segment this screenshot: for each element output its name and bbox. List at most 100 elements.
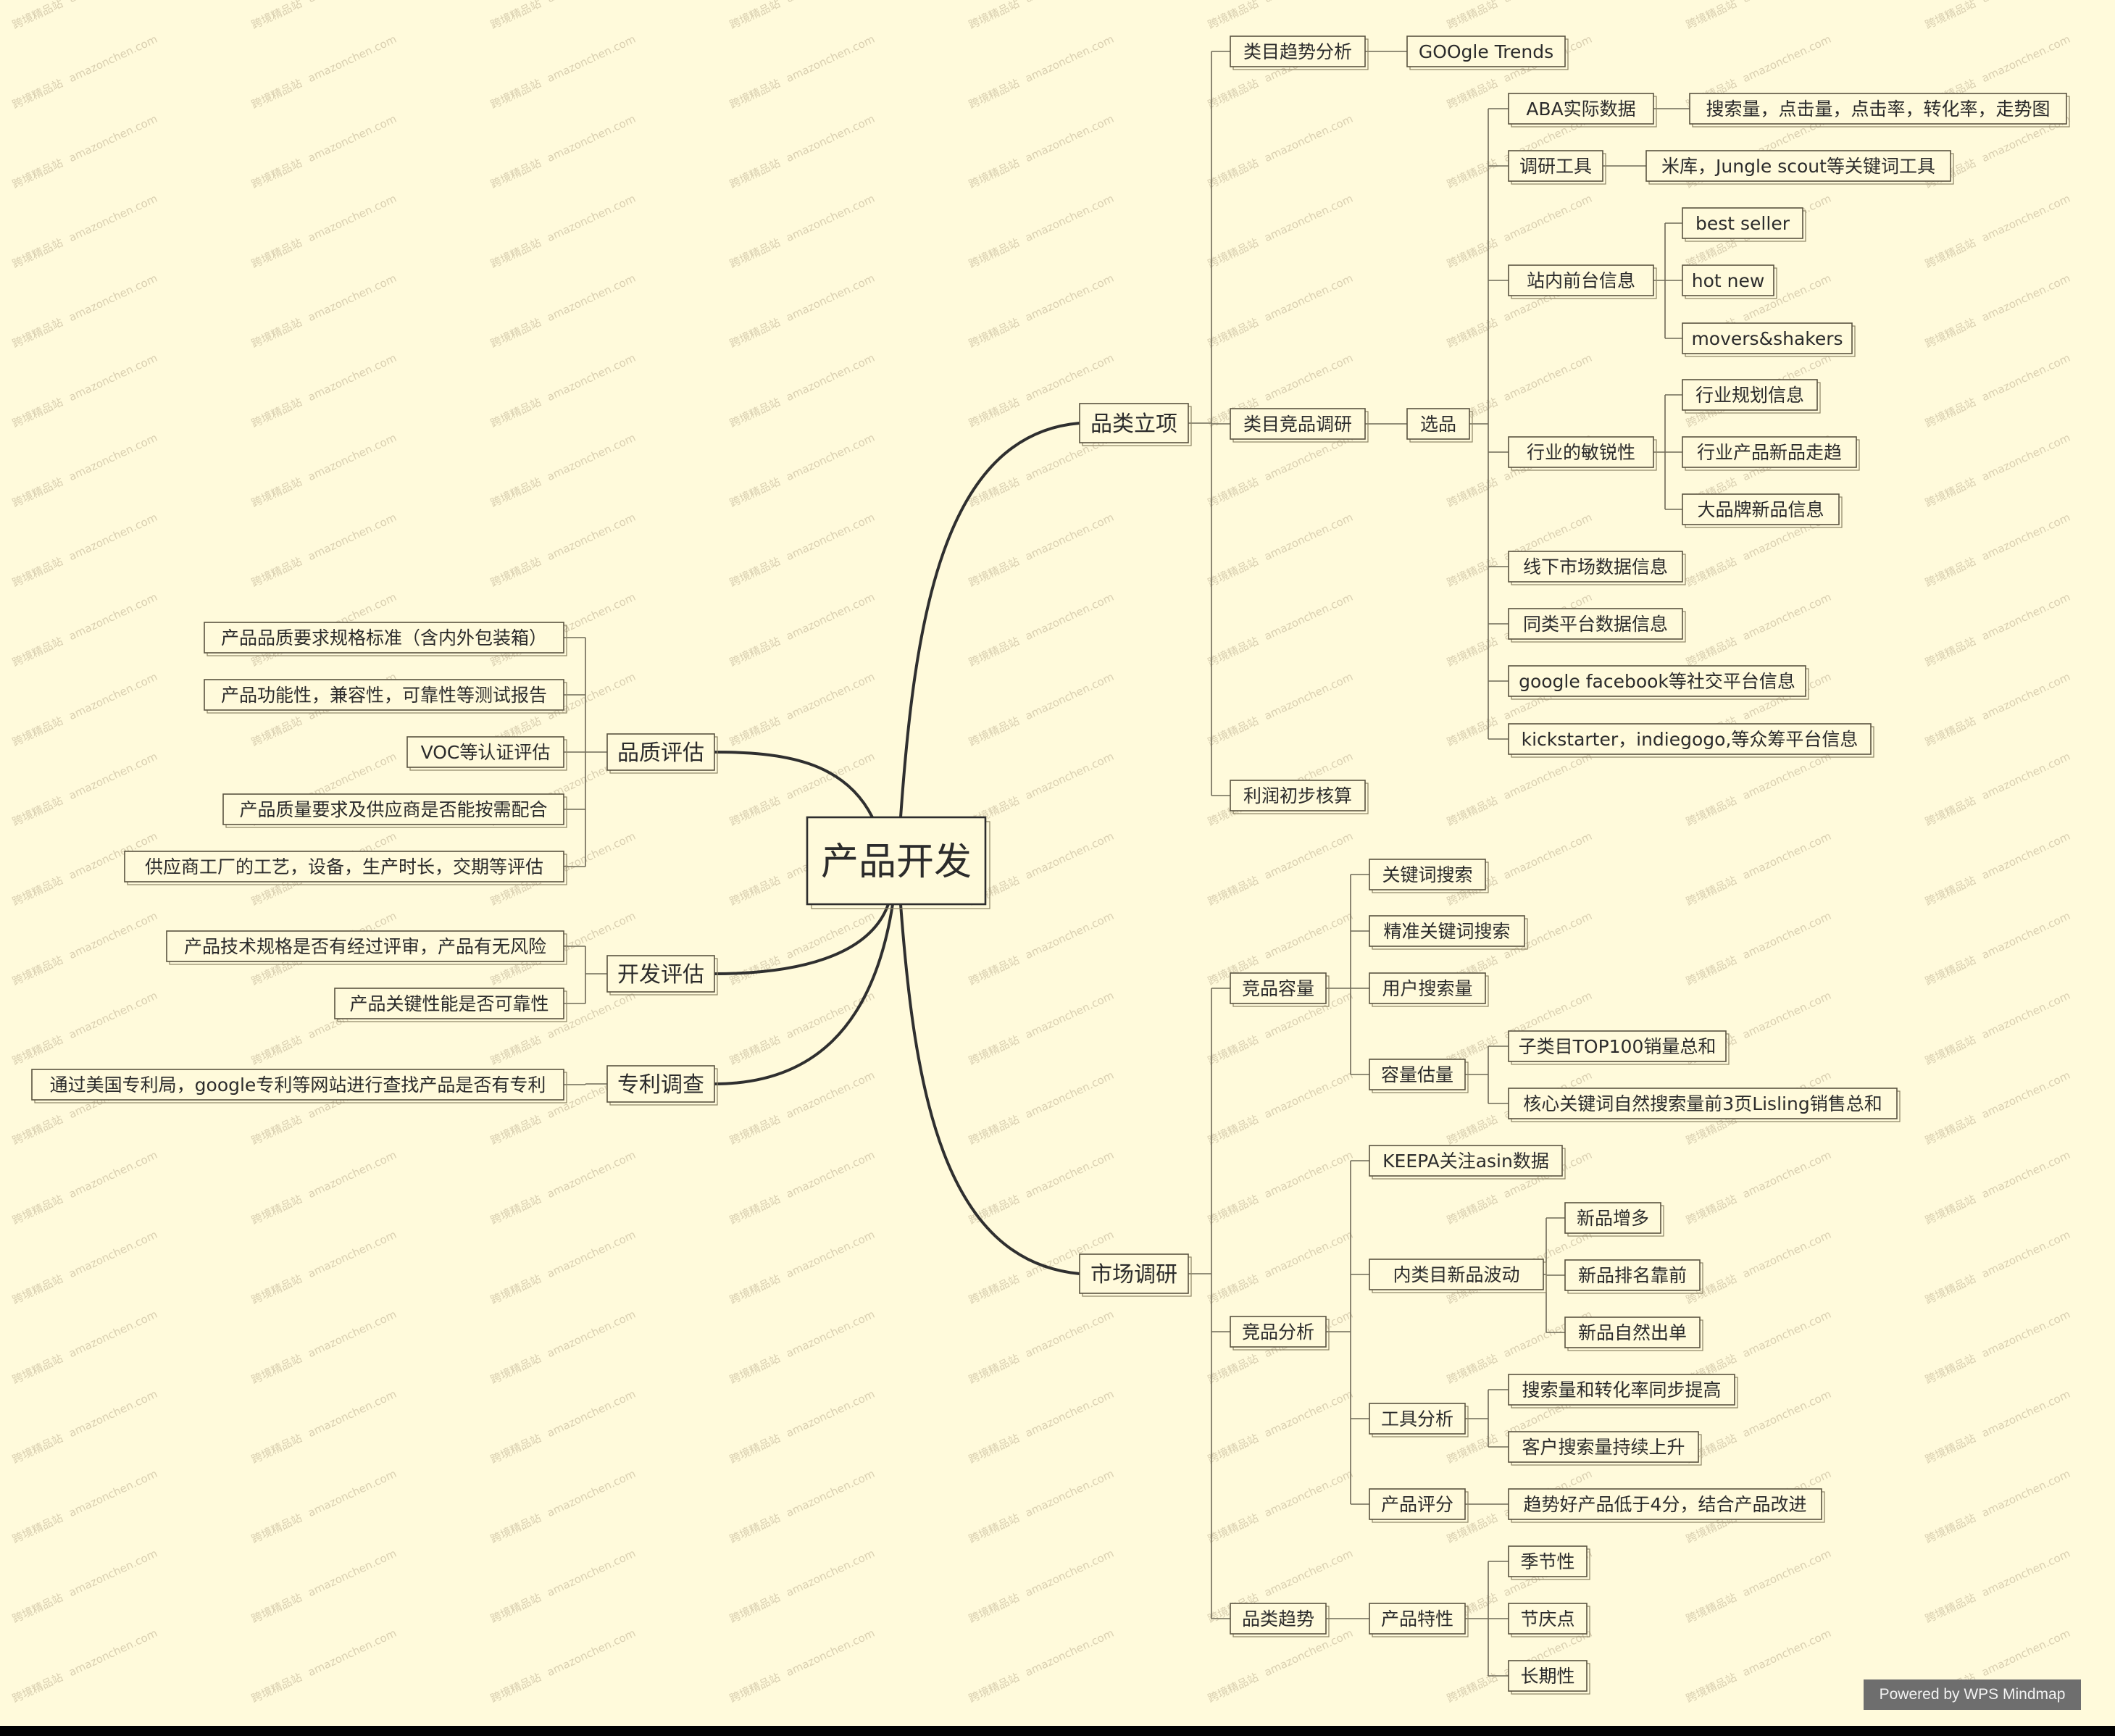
node-q4[interactable]: 产品质量要求及供应商是否能按需配合 (222, 793, 567, 828)
watermark-text-cn: 跨境精品站 (727, 0, 783, 32)
node-box (1369, 859, 1486, 890)
watermark-text-cn: 跨境精品站 (10, 475, 65, 510)
node-tonglei[interactable]: 同类平台数据信息 (1508, 608, 1686, 643)
watermark-text-url: amazonchen.com (1740, 591, 1833, 643)
node-movers[interactable]: movers&shakers (1682, 322, 1856, 357)
node-zhongchou[interactable]: kickstarter，indiegogo,等众筹平台信息 (1508, 723, 1874, 758)
watermark-text-url: amazonchen.com (784, 1308, 877, 1360)
node-sousuo-zhuanhua[interactable]: 搜索量和转化率同步提高 (1508, 1374, 1738, 1409)
node-kehu-sousuo[interactable]: 客户搜索量持续上升 (1508, 1431, 1702, 1466)
node-xuanpin[interactable]: 选品 (1406, 408, 1473, 443)
watermark-text-cn: 跨境精品站 (727, 1432, 783, 1466)
node-zhannei[interactable]: 站内前台信息 (1508, 264, 1657, 299)
node-pinzhi-pinggu[interactable]: 品质评估 (606, 733, 718, 774)
node-aba-detail[interactable]: 搜索量，点击量，点击率，转化率，走势图 (1689, 93, 2070, 128)
node-guanjianci[interactable]: 关键词搜索 (1369, 859, 1489, 893)
watermark-text-cn: 跨境精品站 (727, 157, 783, 191)
node-hot-new[interactable]: hot new (1682, 264, 1777, 299)
node-jingzhun[interactable]: 精准关键词搜索 (1369, 915, 1528, 950)
watermark-text-url: amazonchen.com (1501, 351, 1594, 404)
node-pinlei-qushi[interactable]: 品类趋势 (1230, 1603, 1330, 1637)
node-hangye-guihua[interactable]: 行业规划信息 (1682, 379, 1821, 414)
root-node[interactable]: 产品开发 (806, 816, 990, 909)
node-chanpin-pingfen[interactable]: 产品评分 (1369, 1488, 1469, 1523)
watermark-text-cn: 跨境精品站 (727, 1591, 783, 1626)
node-q1[interactable]: 产品品质要求规格标准（含内外包装箱） (204, 622, 567, 656)
node-top100[interactable]: 子类目TOP100销量总和 (1508, 1030, 1730, 1065)
watermark-text-url: amazonchen.com (1980, 511, 2072, 563)
node-best-seller[interactable]: best seller (1682, 207, 1806, 242)
node-shichang-diaoyan[interactable]: 市场调研 (1079, 1253, 1192, 1297)
node-xinpin-chudan[interactable]: 新品自然出单 (1564, 1316, 1703, 1351)
bracket-pinzhi-pinggu (564, 637, 607, 867)
node-leimu-qushi[interactable]: 类目趋势分析 (1230, 36, 1369, 70)
node-d1[interactable]: 产品技术规格是否有经过评审，产品有无风险 (166, 930, 567, 965)
node-rongliang-guji[interactable]: 容量估量 (1369, 1059, 1469, 1093)
node-dapinpai[interactable]: 大品牌新品信息 (1682, 493, 1843, 528)
node-yonghu-sousuo[interactable]: 用户搜索量 (1369, 972, 1489, 1007)
watermark-text-cn: 跨境精品站 (249, 475, 304, 510)
node-jijiexing[interactable]: 季节性 (1508, 1545, 1590, 1580)
node-d2[interactable]: 产品关键性能是否可靠性 (334, 988, 567, 1022)
node-xinpin-paiming[interactable]: 新品排名靠前 (1564, 1259, 1703, 1294)
watermark-text-cn: 跨境精品站 (1923, 1033, 1978, 1068)
node-jieqingdian[interactable]: 节庆点 (1508, 1603, 1590, 1637)
node-label: 产品品质要求规格标准（含内外包装箱） (221, 627, 547, 648)
node-kaifa-pinggu[interactable]: 开发评估 (606, 955, 718, 996)
watermark-text-cn: 跨境精品站 (10, 1432, 65, 1466)
node-q3[interactable]: VOC等认证评估 (406, 736, 567, 771)
watermark-text-cn: 跨境精品站 (1445, 0, 1500, 32)
node-diaoyan-gongju[interactable]: 调研工具 (1508, 150, 1606, 185)
watermark-text-cn: 跨境精品站 (967, 1591, 1022, 1626)
node-changqixing[interactable]: 长期性 (1508, 1660, 1590, 1695)
node-xianxia[interactable]: 线下市场数据信息 (1508, 551, 1686, 585)
node-xinpin-zengduo[interactable]: 新品增多 (1564, 1202, 1664, 1237)
node-keepa[interactable]: KEEPA关注asin数据 (1369, 1145, 1566, 1180)
node-leimu-jingpin[interactable]: 类目竞品调研 (1230, 408, 1369, 443)
watermark-text-url: amazonchen.com (1023, 33, 1116, 85)
node-qushi-hao[interactable]: 趋势好产品低于4分，结合产品改进 (1508, 1488, 1825, 1523)
watermark-text-cn: 跨境精品站 (1684, 1591, 1739, 1626)
watermark-text-cn: 跨境精品站 (10, 0, 65, 32)
node-chanpin-texing[interactable]: 产品特性 (1369, 1603, 1469, 1637)
powered-by-badge[interactable]: Powered by WPS Mindmap (1864, 1679, 2081, 1710)
node-jingpin-fenxi[interactable]: 竞品分析 (1230, 1316, 1330, 1351)
watermark-text-cn: 跨境精品站 (1923, 236, 1978, 271)
watermark-text-url: amazonchen.com (545, 112, 638, 164)
watermark-text-url: amazonchen.com (306, 33, 399, 85)
node-hexin[interactable]: 核心关键词自然搜索量前3页Lisling销售总和 (1508, 1088, 1901, 1122)
node-shejiao[interactable]: google facebook等社交平台信息 (1508, 665, 1809, 700)
node-q2[interactable]: 产品功能性，兼容性，可靠性等测试报告 (204, 679, 567, 714)
node-label: ABA实际数据 (1526, 99, 1635, 120)
node-jingpin-rongliang[interactable]: 竞品容量 (1230, 972, 1330, 1007)
watermark-text-url: amazonchen.com (67, 33, 159, 85)
node-diaoyan-gongju-detail[interactable]: 米库，Jungle scout等关键词工具 (1645, 150, 1954, 185)
watermark-text-cn: 跨境精品站 (10, 1591, 65, 1626)
node-aba[interactable]: ABA实际数据 (1508, 93, 1657, 128)
node-label: google facebook等社交平台信息 (1519, 671, 1795, 692)
node-google-trends[interactable]: GOOgle Trends (1406, 36, 1569, 70)
node-pinlei-lixiang[interactable]: 品类立项 (1079, 403, 1192, 446)
watermark-text-cn: 跨境精品站 (249, 1113, 304, 1148)
node-lirun[interactable]: 利润初步核算 (1230, 780, 1369, 814)
watermark-text-url: amazonchen.com (1980, 909, 2072, 961)
node-neileimu[interactable]: 内类目新品波动 (1369, 1259, 1547, 1293)
node-label: 站内前台信息 (1527, 270, 1635, 291)
watermark-text-url: amazonchen.com (1740, 750, 1833, 802)
node-hangye-xinpin[interactable]: 行业产品新品走趋 (1682, 436, 1860, 471)
watermark-text-url: amazonchen.com (1980, 1069, 2072, 1121)
node-q5[interactable]: 供应商工厂的工艺，设备，生产时长，交期等评估 (124, 851, 567, 885)
node-gongju-fenxi[interactable]: 工具分析 (1369, 1403, 1469, 1437)
node-zhuanli-diaocha[interactable]: 专利调查 (606, 1065, 718, 1106)
node-hangye[interactable]: 行业的敏锐性 (1508, 436, 1657, 471)
node-p1[interactable]: 通过美国专利局，google专利等网站进行查找产品是否有专利 (31, 1069, 567, 1103)
